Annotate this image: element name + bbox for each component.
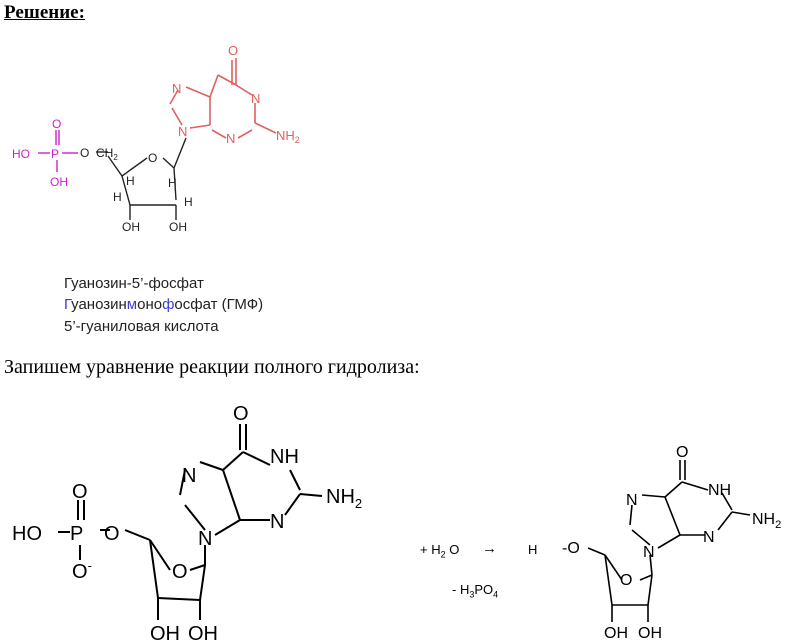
atom-N1: N: [251, 91, 260, 106]
byproduct-phosphoric-acid: - H3PO4: [452, 582, 499, 600]
atom-NH2: NH2: [276, 128, 300, 145]
reagent-water: + H2 O: [420, 542, 460, 560]
caption-line-3: 5’-гуаниловая кислота: [64, 318, 219, 335]
atom-H2: H: [184, 195, 193, 209]
left-atom-O-top: O: [72, 481, 88, 503]
atom-N3: N: [226, 131, 235, 146]
right-atom-NH2: NH2: [752, 511, 781, 531]
left-atom-NH: NH: [270, 446, 299, 468]
atom-O-top: O: [52, 117, 61, 131]
left-atom-HO: HO: [12, 523, 42, 545]
left-atom-N7: N: [182, 465, 196, 487]
atom-H1: H: [168, 176, 177, 190]
left-atom-N3: N: [270, 511, 284, 533]
sugar-top-bonds: [96, 137, 187, 220]
reaction-h-label: H: [528, 542, 538, 557]
atom-H3: H: [113, 190, 122, 204]
right-atom-O5: -O: [562, 540, 580, 557]
atom-O-link: O: [80, 146, 89, 160]
left-atom-O-minus: O-: [72, 558, 92, 583]
left-atom-N9: N: [198, 528, 212, 550]
left-atom-NH2: NH2: [326, 486, 362, 511]
right-atom-NH: NH: [708, 482, 731, 499]
right-atom-N3: N: [703, 529, 715, 546]
right-atom-N9: N: [643, 544, 655, 561]
guanine-top-bonds: [169, 58, 277, 139]
atom-P: P: [51, 147, 59, 161]
atom-HO: HO: [12, 147, 30, 161]
reaction-arrow: →: [482, 540, 497, 557]
right-atom-O: O: [676, 444, 688, 461]
atom-OH2: OH: [169, 220, 187, 234]
left-atom-OH-a: OH: [150, 623, 180, 643]
atom-H4: H: [126, 174, 135, 188]
atom-OH-phos: OH: [50, 175, 68, 189]
right-atom-N7: N: [626, 492, 638, 509]
phosphate-top-bonds: [38, 130, 78, 172]
right-atom-OH-b: OH: [638, 625, 662, 642]
right-atom-OH-a: OH: [604, 625, 628, 642]
right-atom-O-ring: O: [620, 572, 632, 589]
atom-N9: N: [178, 124, 187, 139]
left-molecule-bonds: [58, 424, 323, 620]
left-atom-O-link: O: [104, 523, 120, 545]
caption-line-1: Гуанозин-5’-фосфат: [64, 275, 204, 292]
atom-OH3: OH: [122, 220, 140, 234]
atom-N7: N: [172, 81, 181, 96]
atom-O-carbonyl: O: [228, 43, 238, 58]
left-atom-O-ring: O: [172, 561, 188, 583]
left-atom-OH-b: OH: [188, 623, 218, 643]
solution-heading: Решение:: [4, 2, 85, 23]
right-molecule-bonds: [587, 460, 751, 622]
left-atom-P: P: [70, 523, 83, 545]
equation-intro: Запишем уравнение реакции полного гидрол…: [4, 356, 420, 378]
caption-line-2: Гуанозинмонофосфат (ГМФ): [64, 296, 264, 313]
atom-CH2: CH2: [96, 146, 118, 162]
left-atom-O: O: [233, 403, 249, 425]
atom-O-ring: O: [148, 151, 157, 165]
